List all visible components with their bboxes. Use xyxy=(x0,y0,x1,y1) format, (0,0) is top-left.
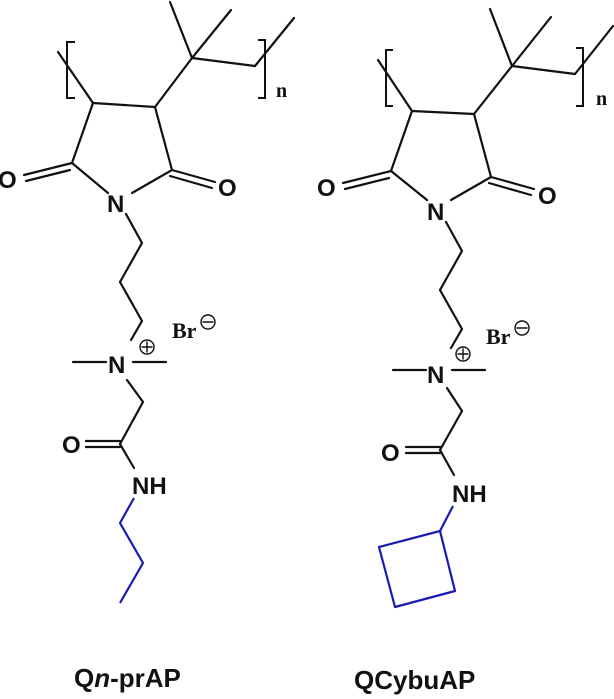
atom-nh-amide: NH xyxy=(452,481,487,508)
structure-qcybuap: n O O N N Br O xyxy=(317,7,614,695)
atom-n-imide: N xyxy=(107,191,124,218)
atom-o-left: O xyxy=(0,167,17,194)
bracket-right xyxy=(576,47,584,107)
atom-n-quat: N xyxy=(108,352,125,379)
atom-n-quat: N xyxy=(427,362,444,389)
cyclobutyl-substituent xyxy=(377,529,457,609)
bracket-left xyxy=(66,41,75,99)
atom-o-right: O xyxy=(538,183,557,210)
counter-ion-br: Br xyxy=(486,324,511,349)
structure-qn-prap: n O O N N Br xyxy=(0,0,296,693)
compound-label-qn-prap: Qn-prAP xyxy=(74,663,181,693)
atom-o-amide: O xyxy=(62,432,81,459)
atom-o-left: O xyxy=(317,175,336,202)
atom-o-right: O xyxy=(218,175,237,202)
counter-ion-br: Br xyxy=(172,318,197,343)
bracket-left xyxy=(385,49,393,107)
atom-nh-amide: NH xyxy=(132,473,167,500)
atom-n-imide: N xyxy=(427,199,444,226)
bracket-right xyxy=(258,39,266,99)
compound-label-qcybuap: QCybuAP xyxy=(354,665,475,695)
atom-o-amide: O xyxy=(381,440,400,467)
repeat-subscript: n xyxy=(276,80,287,102)
propyl-substituent xyxy=(118,497,145,604)
repeat-subscript: n xyxy=(596,88,607,110)
